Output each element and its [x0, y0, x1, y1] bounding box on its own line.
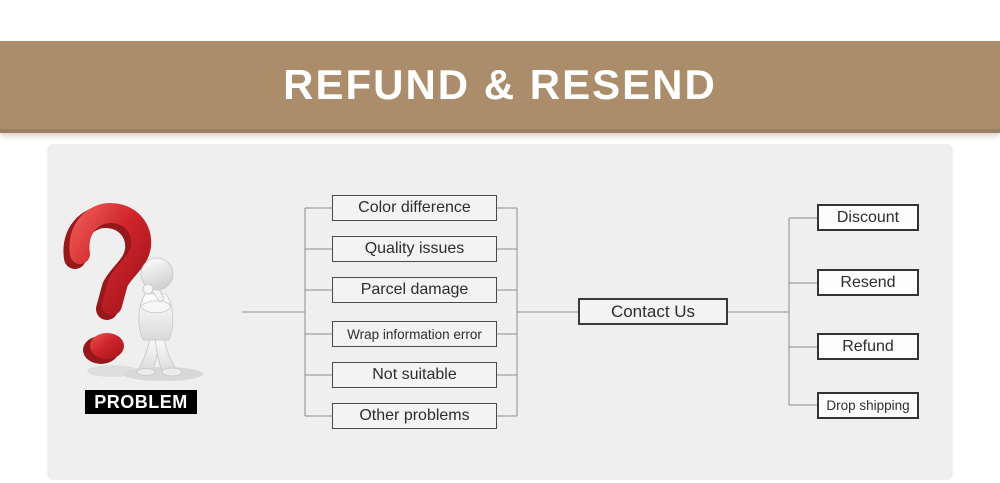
- outcome-box-drop-shipping: Drop shipping: [817, 392, 919, 419]
- banner-title: REFUND & RESEND: [283, 61, 717, 108]
- contact-us-box: Contact Us: [578, 298, 728, 325]
- diagram-panel: [47, 144, 953, 480]
- banner: REFUND & RESEND: [0, 41, 1000, 133]
- outcome-box-resend: Resend: [817, 269, 919, 296]
- problem-box-parcel-damage: Parcel damage: [332, 277, 497, 303]
- problem-box-quality-issues: Quality issues: [332, 236, 497, 262]
- outcome-box-refund: Refund: [817, 333, 919, 360]
- problem-box-color-difference: Color difference: [332, 195, 497, 221]
- outcome-box-discount: Discount: [817, 204, 919, 231]
- problem-box-wrap-information-error: Wrap information error: [332, 321, 497, 347]
- problem-box-other-problems: Other problems: [332, 403, 497, 429]
- problem-box-not-suitable: Not suitable: [332, 362, 497, 388]
- problem-label: PROBLEM: [85, 390, 197, 414]
